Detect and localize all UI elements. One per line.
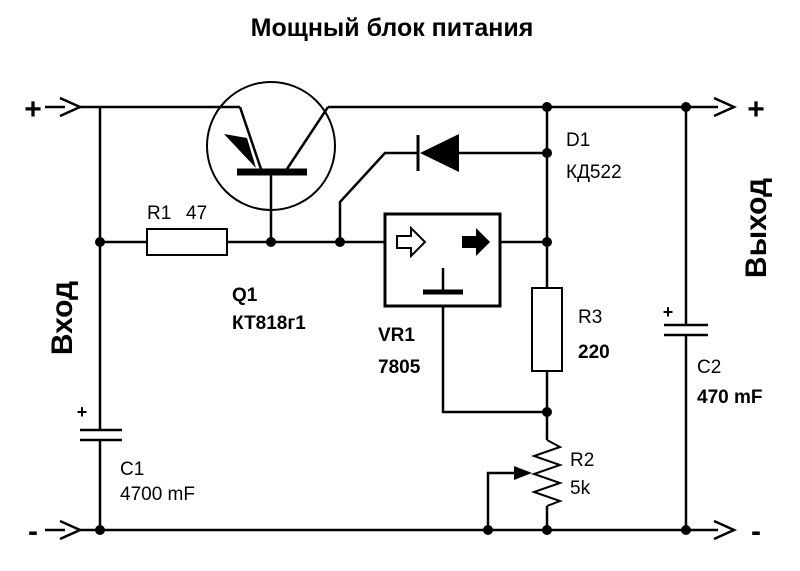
output-label: Выход [740,178,773,278]
input-label: Вход [46,281,79,355]
r3-value: 220 [578,342,610,363]
q1-transistor [206,81,336,242]
diagram-title: Мощный блок питания [251,14,534,42]
c2-plus-mark: + [663,302,674,322]
c1-value: 4700 mF [120,484,195,505]
c2-name: C2 [697,357,721,378]
d1-name: D1 [566,130,590,151]
c2-capacitor [664,107,708,530]
c2-value: 470 mF [697,387,762,408]
q1-value: КТ818г1 [232,313,306,334]
d1-diode [338,134,547,242]
r1-value: 47 [186,203,207,224]
r2-name: R2 [570,450,594,471]
q1-name: Q1 [232,285,258,306]
input-minus-sign: - [28,515,38,548]
c1-plus-mark: + [77,402,88,422]
r1-resistor [100,228,385,256]
r3-resistor [531,107,563,440]
vr1-name: VR1 [378,325,415,346]
top-input-rail [45,96,240,118]
d1-value: КД522 [566,162,622,183]
bottom-rail [45,519,738,541]
r1-name: R1 [147,203,171,224]
output-plus-sign: + [747,93,765,126]
c1-name: C1 [120,459,144,480]
input-plus-sign: + [24,93,42,126]
vr1-regulator [383,212,547,414]
vr1-value: 7805 [378,357,421,378]
junction-dots [95,102,691,535]
top-output-rail [328,96,738,118]
output-minus-sign: - [751,515,761,548]
r2-value: 5k [570,478,591,499]
c1-capacitor [80,107,122,530]
r3-name: R3 [578,307,602,328]
r2-potentiometer [486,439,564,530]
